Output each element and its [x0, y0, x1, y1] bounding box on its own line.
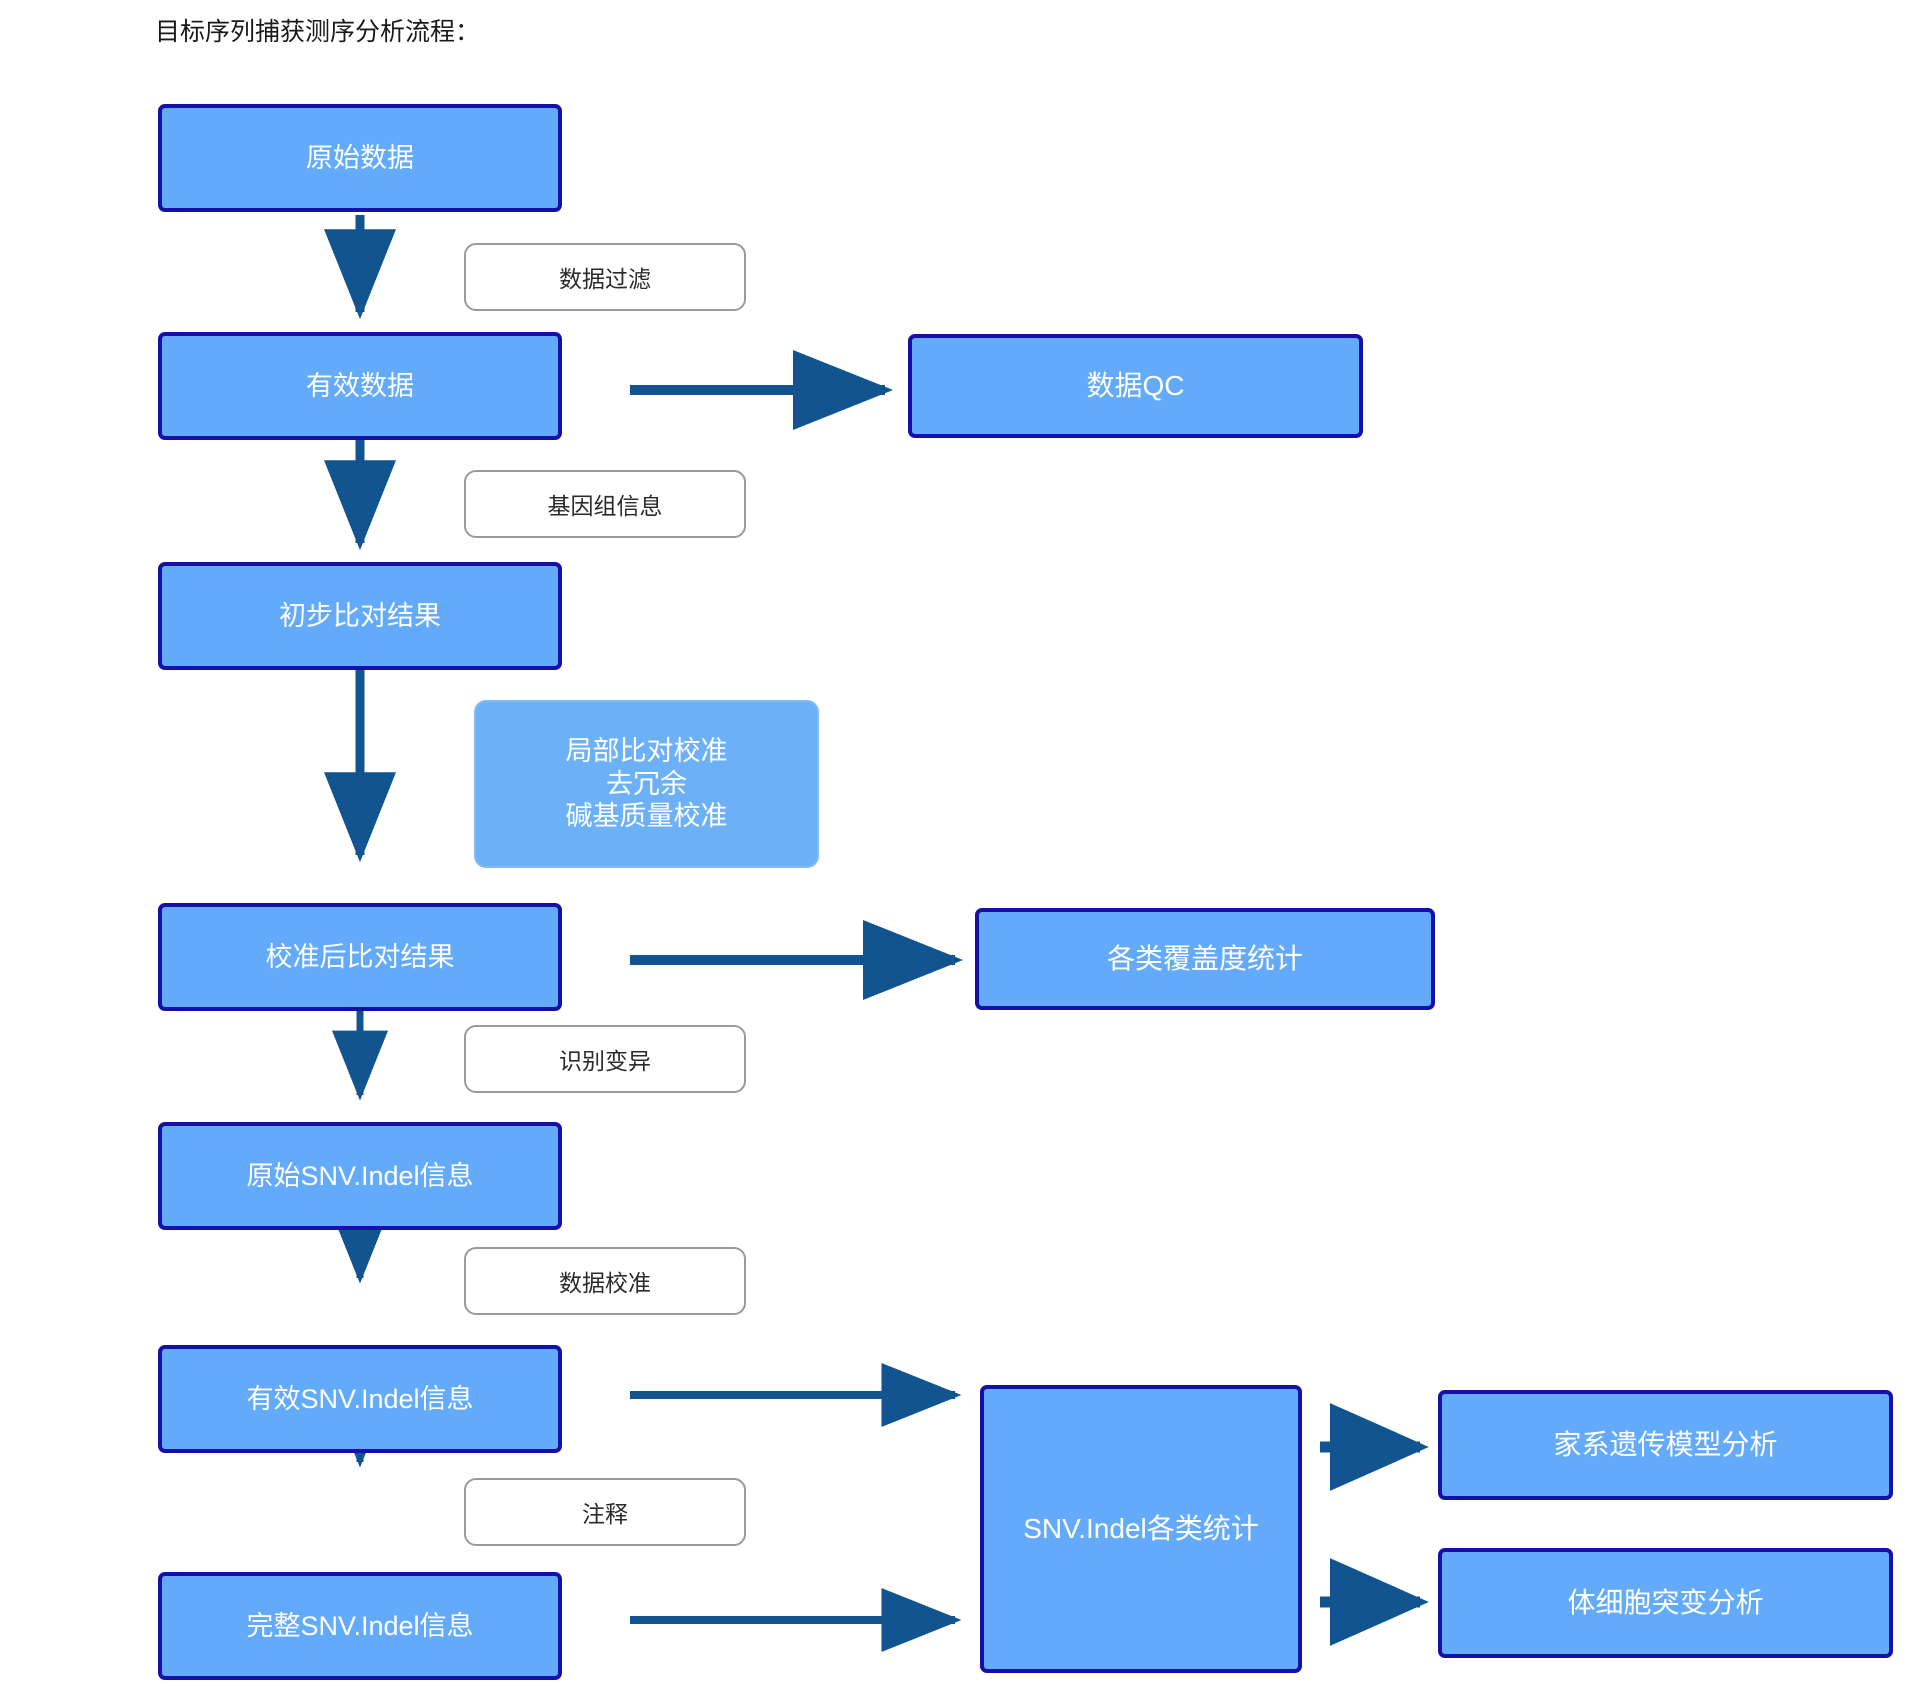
node-calibrated-alignment[interactable]: 校准后比对结果 [158, 903, 562, 1011]
edge-label-annotation: 注释 [464, 1478, 746, 1546]
node-valid-data[interactable]: 有效数据 [158, 332, 562, 440]
edge-label-data-calibration: 数据校准 [464, 1247, 746, 1315]
page-title: 目标序列捕获测序分析流程： [155, 18, 481, 46]
node-complete-snv-indel[interactable]: 完整SNV.Indel信息 [158, 1572, 562, 1680]
edge-label-genome-info: 基因组信息 [464, 470, 746, 538]
node-coverage-stats[interactable]: 各类覆盖度统计 [975, 908, 1435, 1010]
node-raw-snv-indel[interactable]: 原始SNV.Indel信息 [158, 1122, 562, 1230]
edge-label-variant-calling: 识别变异 [464, 1025, 746, 1093]
node-valid-snv-indel[interactable]: 有效SNV.Indel信息 [158, 1345, 562, 1453]
node-realign-dedup-bqsr[interactable]: 局部比对校准 去冗余 碱基质量校准 [474, 700, 819, 868]
node-data-qc[interactable]: 数据QC [908, 334, 1363, 438]
node-snv-indel-stats[interactable]: SNV.Indel各类统计 [980, 1385, 1302, 1673]
node-somatic-mutation-analysis[interactable]: 体细胞突变分析 [1438, 1548, 1893, 1658]
node-initial-alignment[interactable]: 初步比对结果 [158, 562, 562, 670]
node-raw-data[interactable]: 原始数据 [158, 104, 562, 212]
edge-label-data-filter: 数据过滤 [464, 243, 746, 311]
node-pedigree-analysis[interactable]: 家系遗传模型分析 [1438, 1390, 1893, 1500]
